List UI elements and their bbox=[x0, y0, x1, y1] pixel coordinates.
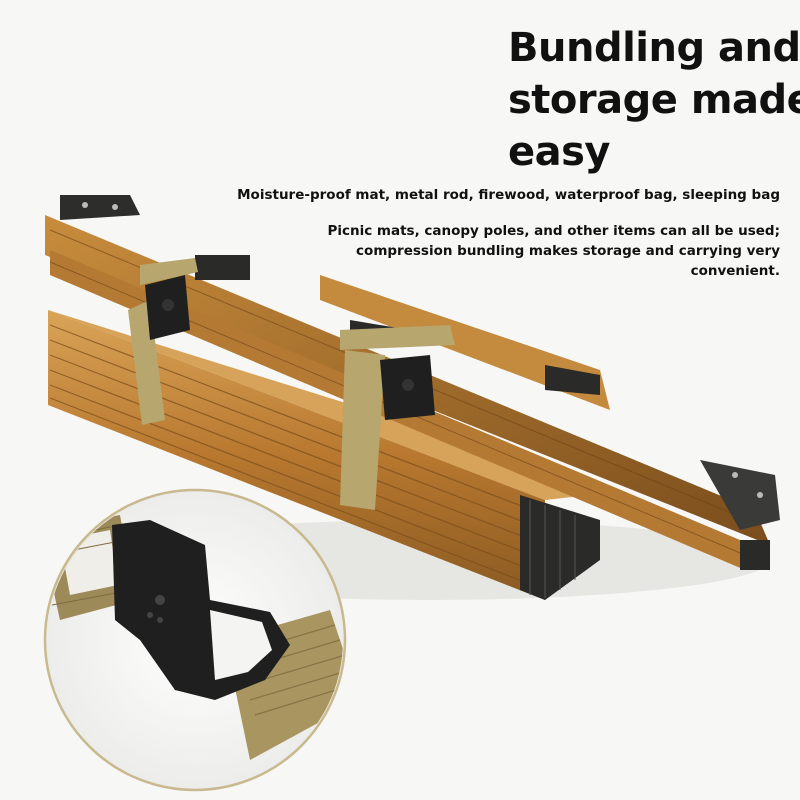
caption-detail-line-2: compression bundling makes storage and c… bbox=[356, 243, 780, 259]
slat-bundle bbox=[48, 310, 600, 600]
headline-line-3: easy bbox=[508, 129, 611, 175]
strap-left bbox=[128, 258, 198, 425]
caption-detail: Picnic mats, canopy poles, and other ite… bbox=[320, 221, 780, 281]
headline-line-2: storage made bbox=[508, 77, 800, 123]
buckle-closeup-inset bbox=[43, 488, 347, 792]
strap-right bbox=[340, 325, 455, 510]
headline: Bundling and storage made easy bbox=[508, 22, 800, 178]
caption-items: Moisture-proof mat, metal rod, firewood,… bbox=[237, 187, 780, 203]
caption-detail-line-1: Picnic mats, canopy poles, and other ite… bbox=[327, 223, 780, 239]
caption-detail-line-3: convenient. bbox=[690, 263, 780, 279]
headline-line-1: Bundling and bbox=[508, 25, 800, 71]
